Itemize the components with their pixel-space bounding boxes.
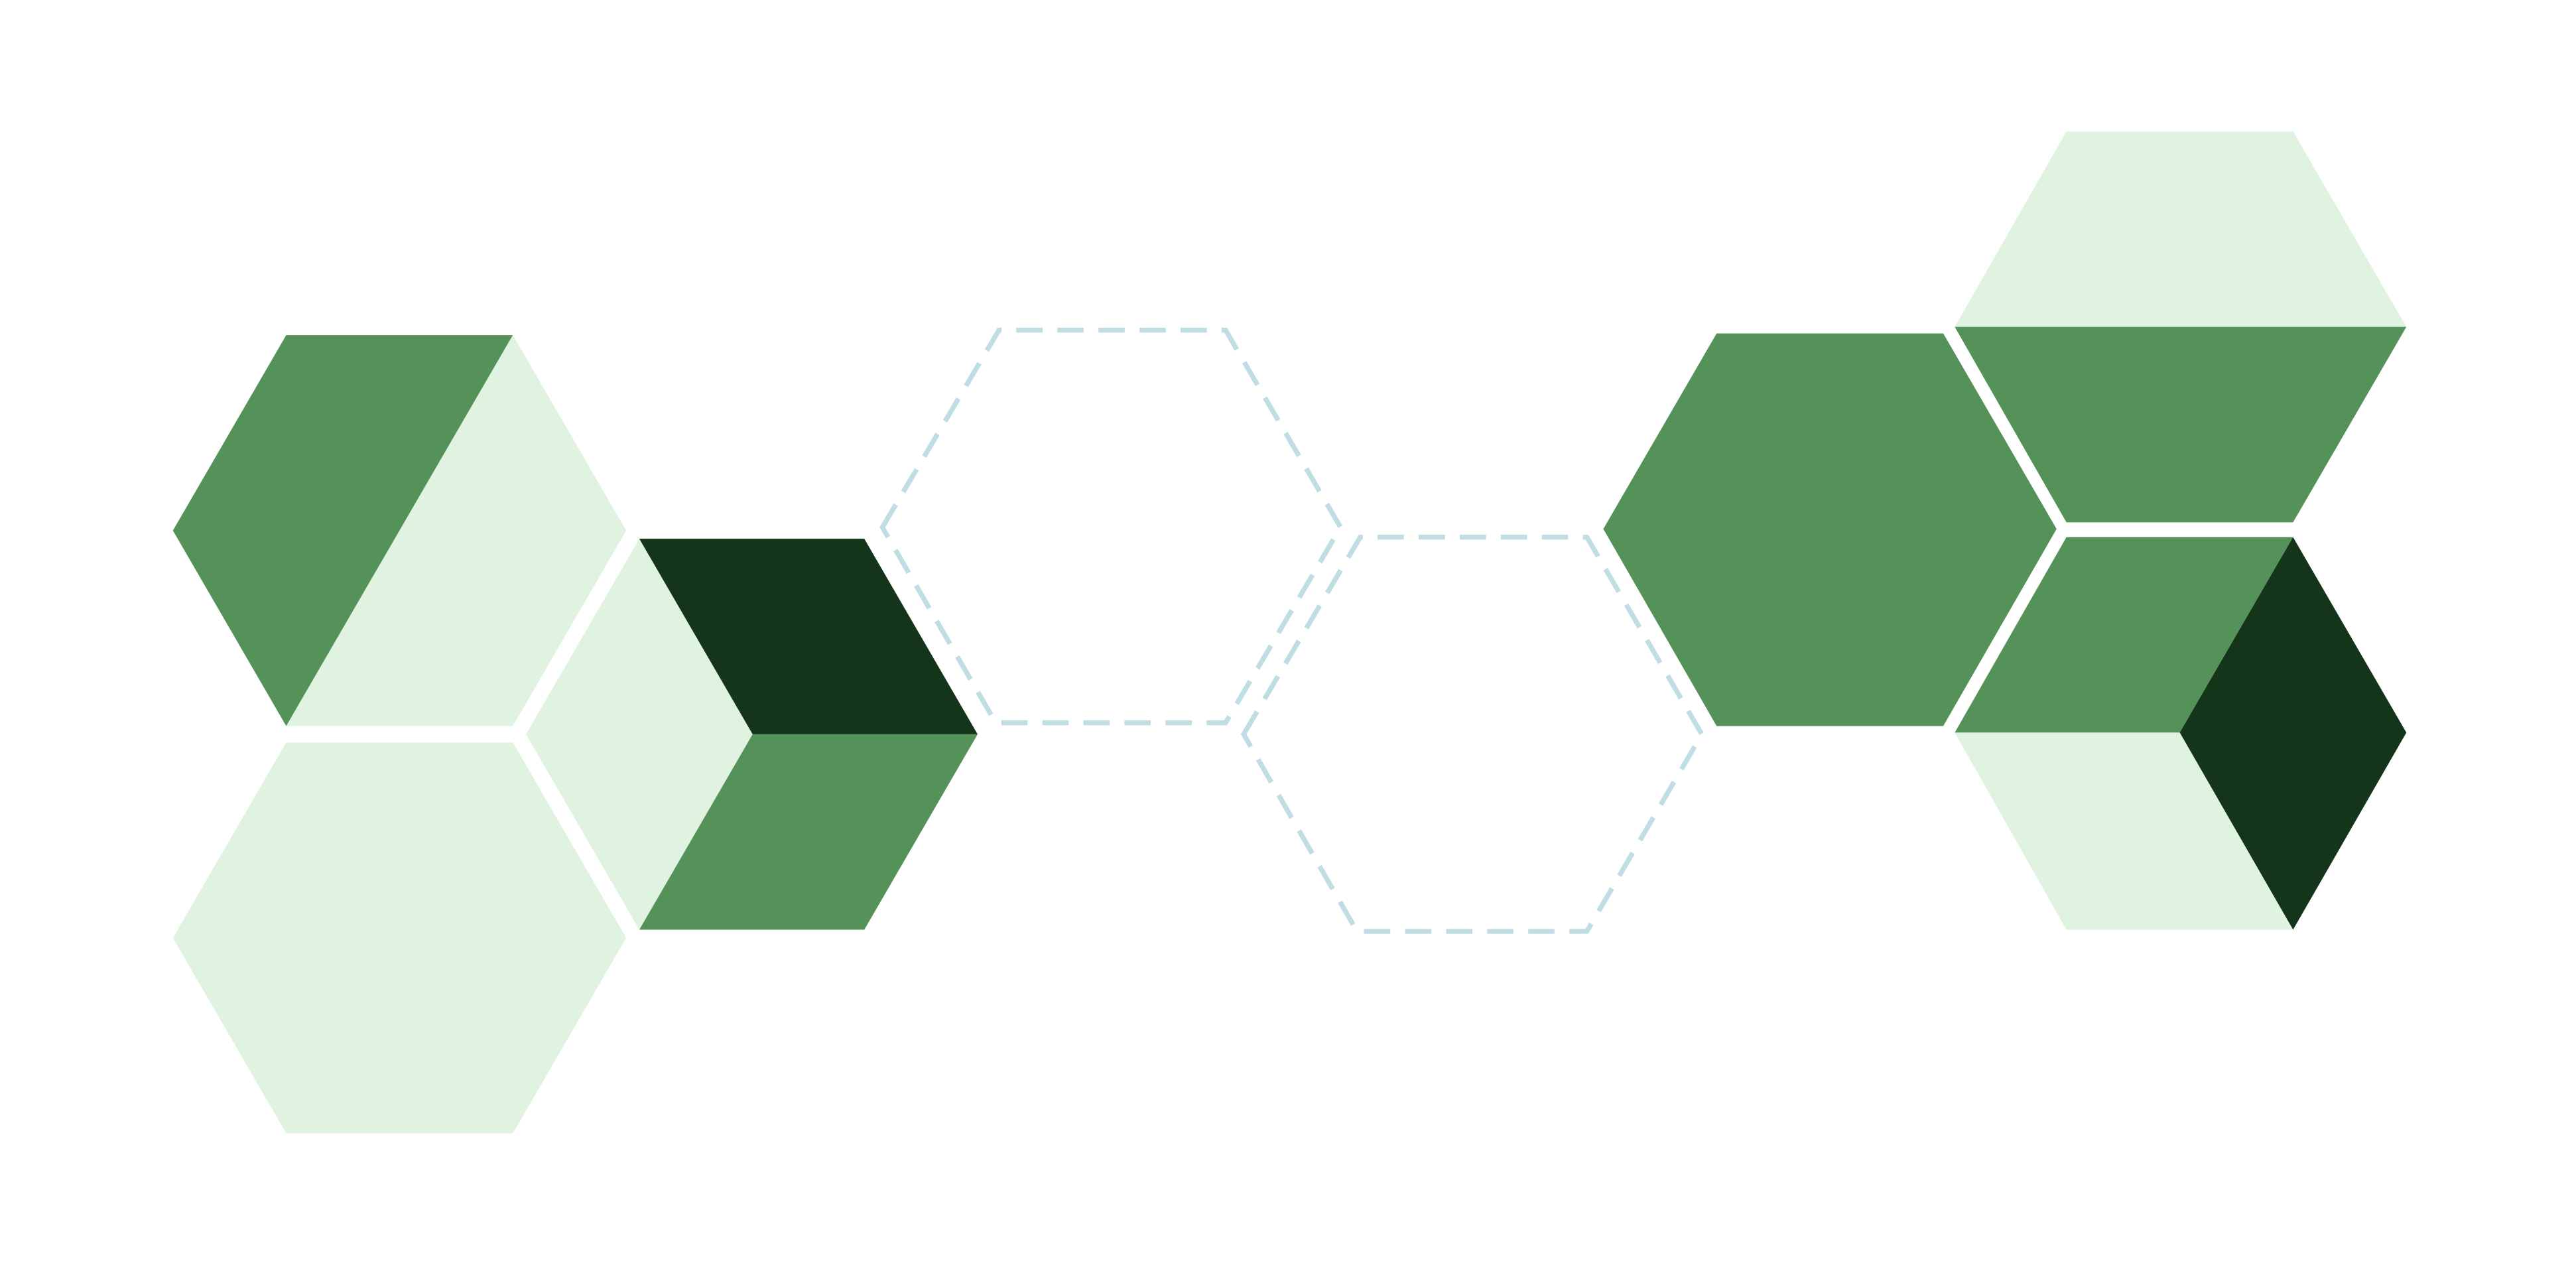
hexagon-dashed-outline-upper (879, 327, 1344, 726)
hexagon-left-top (172, 335, 627, 726)
hex-segment-bottom (1955, 326, 2407, 523)
hex-segment-left (172, 335, 513, 726)
hex-segment-top-left (1955, 537, 2293, 733)
hexagon-left-bottom (172, 742, 627, 1134)
hexagon-right-top (1955, 131, 2407, 523)
hex-segment-bottom (639, 734, 978, 930)
hex-segment-bottom (1955, 732, 2293, 930)
hexagon-cube (526, 539, 978, 930)
hexagon-right-bottom (1955, 537, 2407, 930)
hexagon-center-right (1603, 333, 2057, 726)
hex-segment-top (1955, 131, 2407, 327)
hex-segment-right (2179, 537, 2407, 930)
hex-segment-top (639, 539, 978, 734)
hex-segment-right (286, 335, 627, 726)
hex-full (1603, 333, 2057, 726)
hex-full (172, 742, 627, 1134)
hexagon-dashed-outline-lower (1240, 534, 1705, 934)
